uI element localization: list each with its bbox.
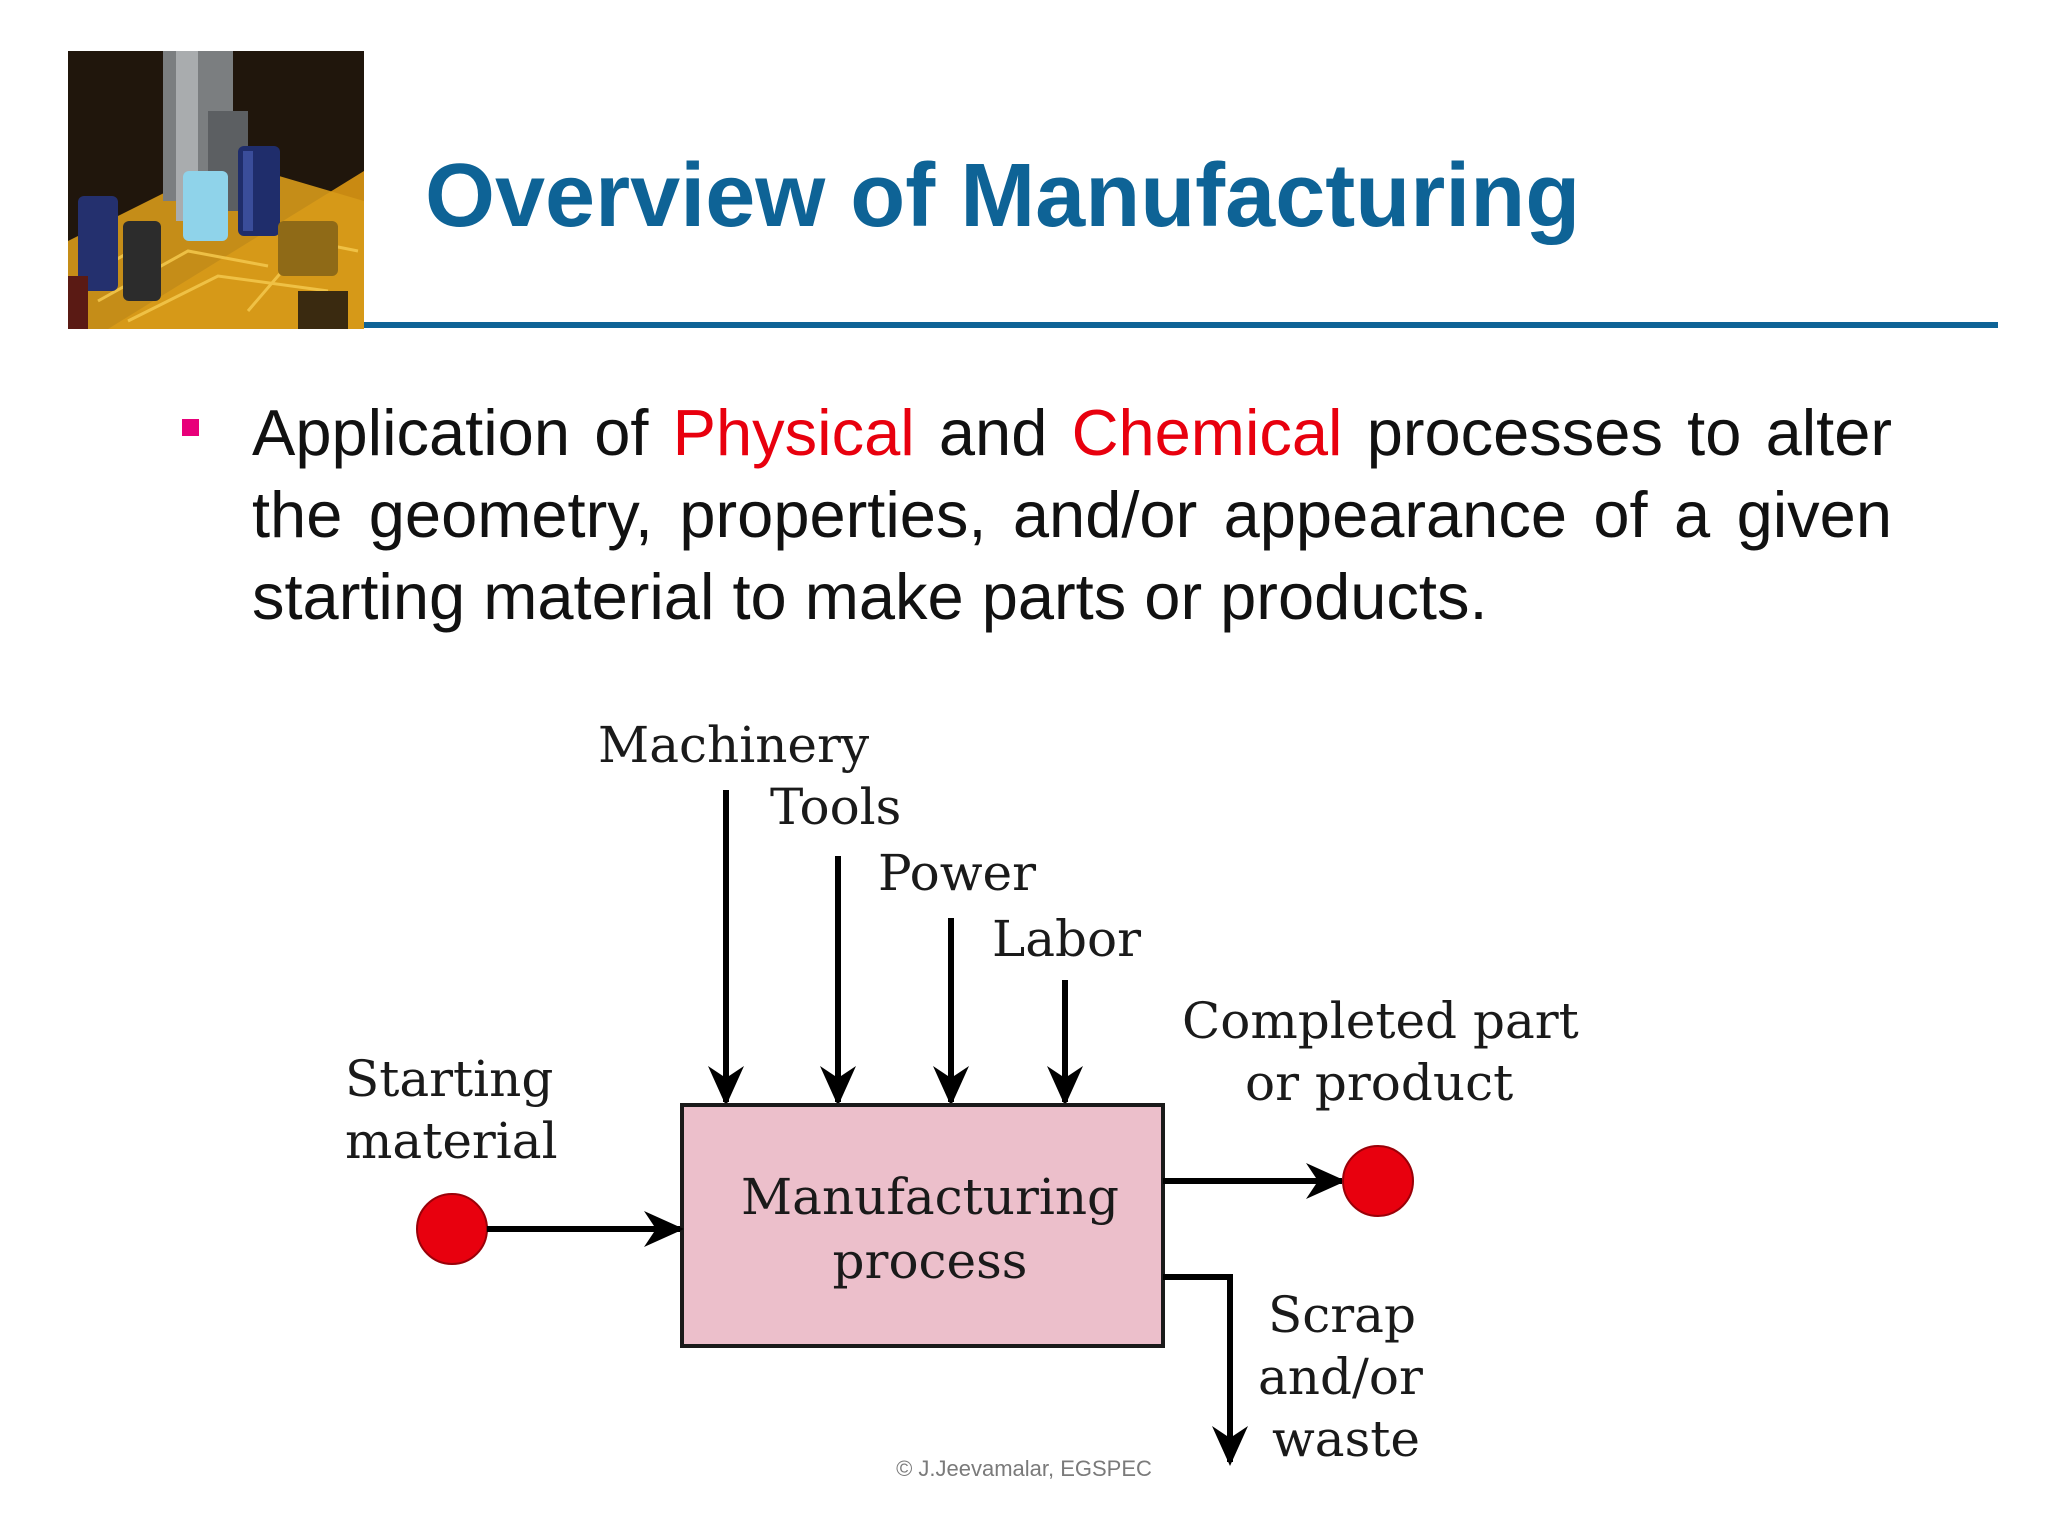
bullet-text-part2: and — [938, 396, 1048, 469]
tools-label: Tools — [770, 778, 901, 836]
starting-material-node — [416, 1193, 488, 1265]
scrap-label-line1: Scrap — [1268, 1286, 1416, 1344]
circuit-board-photo — [68, 51, 364, 329]
starting-material-label-line2: material — [345, 1112, 558, 1170]
manufacturing-process-box — [680, 1103, 1165, 1348]
scrap-label-line2: and/or — [1258, 1348, 1423, 1406]
chemical-highlight: Chemical — [1071, 396, 1343, 469]
copyright-footer: © J.Jeevamalar, EGSPEC — [896, 1456, 1152, 1481]
scrap-label-line3: waste — [1272, 1410, 1420, 1468]
physical-highlight: Physical — [672, 396, 915, 469]
completed-part-label-line1: Completed part — [1182, 992, 1579, 1050]
starting-material-label-line1: Starting — [345, 1050, 553, 1108]
labor-label: Labor — [992, 910, 1141, 968]
bullet-text: Application of Physical and Chemical pro… — [252, 392, 1892, 638]
process-label-line2: process — [833, 1232, 1028, 1290]
power-label: Power — [878, 844, 1036, 902]
bullet-marker — [182, 419, 199, 436]
process-label-line1: Manufacturing — [741, 1168, 1119, 1226]
title-underline — [364, 322, 1998, 328]
bullet-text-part1: Application of — [252, 396, 649, 469]
bullet-text-part3: processes to alter the geometry, propert… — [252, 396, 1893, 633]
page-title: Overview of Manufacturing — [425, 146, 1581, 246]
waste-arrow — [1163, 1274, 1248, 1466]
completed-part-label-line2: or product — [1245, 1054, 1513, 1112]
completed-part-node — [1342, 1145, 1414, 1217]
machinery-label: Machinery — [598, 716, 870, 774]
